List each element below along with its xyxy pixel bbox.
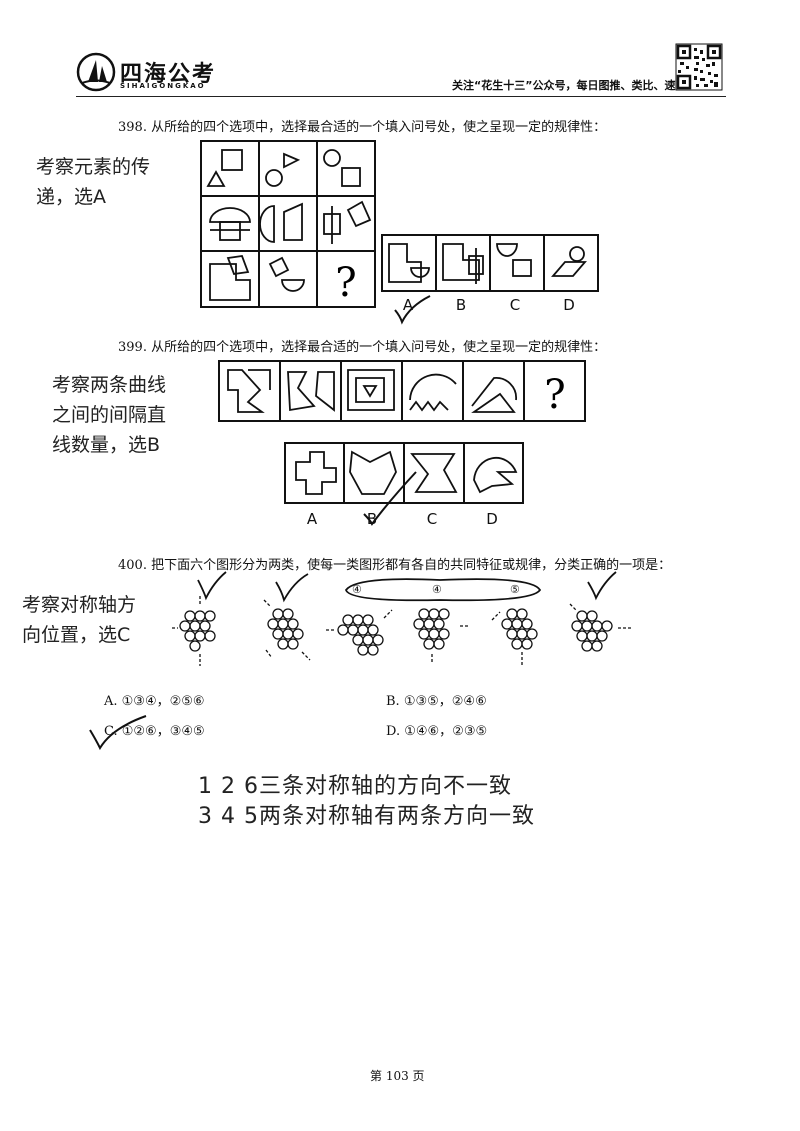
q398-option-d[interactable]: D (563, 296, 575, 314)
q399-options (284, 442, 524, 504)
q398-note-line-1: 考察元素的传 (36, 156, 151, 178)
q400-figure-3 (326, 609, 393, 656)
q398-options (381, 234, 599, 292)
q399-option-d[interactable]: D (486, 510, 498, 528)
q400-choice-c[interactable]: C. ①②⑥，③④⑤ (104, 724, 205, 739)
q400-choice-b[interactable]: B. ①③⑤，②④⑥ (386, 694, 487, 709)
q399-option-a[interactable]: A (306, 510, 318, 528)
q400-explanation: 1 2 6三条对称轴的方向不一致 3 4 5两条对称轴有两条方向一致 (198, 772, 535, 832)
q398-matrix: ? (200, 140, 376, 308)
q400-text: 400. 把下面六个图形分为两类，使每一类图形都有各自的共同特征或规律，分类正确… (118, 558, 672, 573)
q400-figure-6 (569, 603, 632, 652)
q400-figure-1 (172, 596, 216, 666)
q398-checkmark-icon (394, 295, 431, 325)
q400-note-line-2: 向位置，选C (22, 624, 131, 646)
q398-option-a[interactable]: A (402, 296, 414, 314)
q398-note-line-2: 递，选A (36, 186, 106, 208)
logo-text: 四海公考 (120, 62, 217, 87)
q400-check-2-icon (275, 573, 309, 603)
logo-icon (76, 52, 116, 92)
q398-note: 考察元素的传 递，选A (36, 152, 150, 212)
q400-choice-a[interactable]: A. ①③④，②⑤⑥ (104, 694, 205, 709)
q400-group-circle (344, 578, 542, 602)
q399-note-line-3: 线数量，选B (52, 434, 161, 456)
q399-note-line-1: 考察两条曲线 (52, 374, 167, 396)
q400-check-6-icon (587, 571, 617, 601)
q400-figure-label-3: ④ (352, 583, 362, 596)
q400-explanation-line-2: 3 4 5两条对称轴有两条方向一致 (198, 804, 535, 829)
q400-note: 考察对称轴方 向位置，选C (22, 590, 136, 650)
q400-choice-d[interactable]: D. ①④⑥，②③⑤ (386, 724, 488, 739)
page-number: 第 103 页 (370, 1069, 425, 1083)
q400-figure-4 (413, 608, 468, 664)
q400-checkmark-icon (89, 715, 147, 751)
q400-figure-2 (263, 599, 311, 661)
q400-figure-label-4: ④ (432, 583, 442, 596)
header-rule (76, 96, 726, 97)
logo-subtitle: SIHAIGONGKAO (120, 82, 206, 90)
qr-code-icon (675, 43, 723, 91)
q399-text: 399. 从所给的四个选项中，选择最合适的一个填入问号处，使之呈现一定的规律性： (118, 340, 607, 355)
q400-note-line-1: 考察对称轴方 (22, 594, 137, 616)
q400-check-1-icon (197, 571, 227, 601)
q398-question-mark: ? (335, 260, 356, 306)
q400-figures (172, 571, 632, 666)
q399-checkmark-icon (363, 471, 417, 526)
q398-option-b[interactable]: B (455, 296, 467, 314)
q400-figure-label-5: ⑤ (510, 583, 520, 596)
q399-option-b[interactable]: B (366, 510, 378, 528)
q399-option-c[interactable]: C (426, 510, 438, 528)
q399-note-line-2: 之间的间隔直 (52, 404, 167, 426)
q400-figure-5 (491, 608, 538, 666)
q399-sequence: ? (218, 360, 586, 422)
header-tagline: 关注“花生十三”公众号，每日图推、类比、速算等 (452, 79, 698, 92)
q400-explanation-line-1: 1 2 6三条对称轴的方向不一致 (198, 774, 512, 799)
q399-question-mark: ? (544, 372, 565, 418)
q398-text: 398. 从所给的四个选项中，选择最合适的一个填入问号处，使之呈现一定的规律性： (118, 120, 607, 135)
q399-note: 考察两条曲线 之间的间隔直 线数量，选B (52, 370, 166, 460)
q398-option-c[interactable]: C (509, 296, 521, 314)
